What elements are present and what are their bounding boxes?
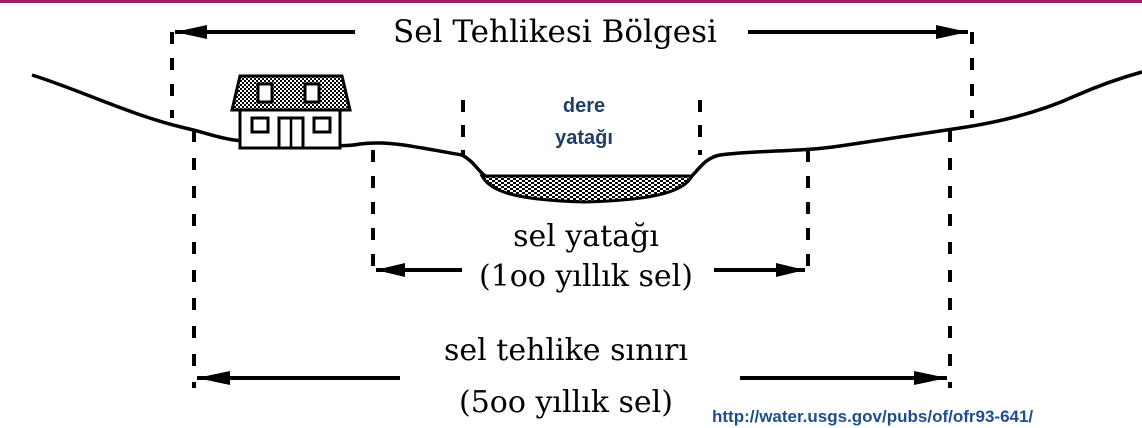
- stream-bed-markers: [461, 100, 702, 155]
- top-border: [0, 0, 1142, 3]
- zone-title: Sel Tehlikesi Bölgesi: [393, 14, 717, 50]
- stream-water: [479, 174, 695, 204]
- hazard-limit-label-line1: sel tehlike sınırı: [444, 333, 688, 368]
- floodway-arrows: [376, 263, 805, 277]
- hazard-zone-arrows: [175, 25, 968, 39]
- floodway-label-line2: (1oo yıllık sel): [479, 259, 693, 294]
- floodway-label-line1: sel yatağı: [513, 219, 659, 254]
- stream-bed-label-line2: yatağı: [555, 127, 613, 149]
- source-url[interactable]: http://water.usgs.gov/pubs/of/ofr93-641/: [712, 407, 1033, 426]
- house-icon: [230, 74, 352, 150]
- stream-bed-label-line1: dere: [563, 95, 605, 117]
- ground-profile: [31, 70, 1142, 180]
- hazard-limit-arrows: [197, 371, 947, 385]
- floodway-markers: [371, 150, 810, 276]
- hazard-limit-label-line2: (5oo yıllık sel): [459, 385, 673, 420]
